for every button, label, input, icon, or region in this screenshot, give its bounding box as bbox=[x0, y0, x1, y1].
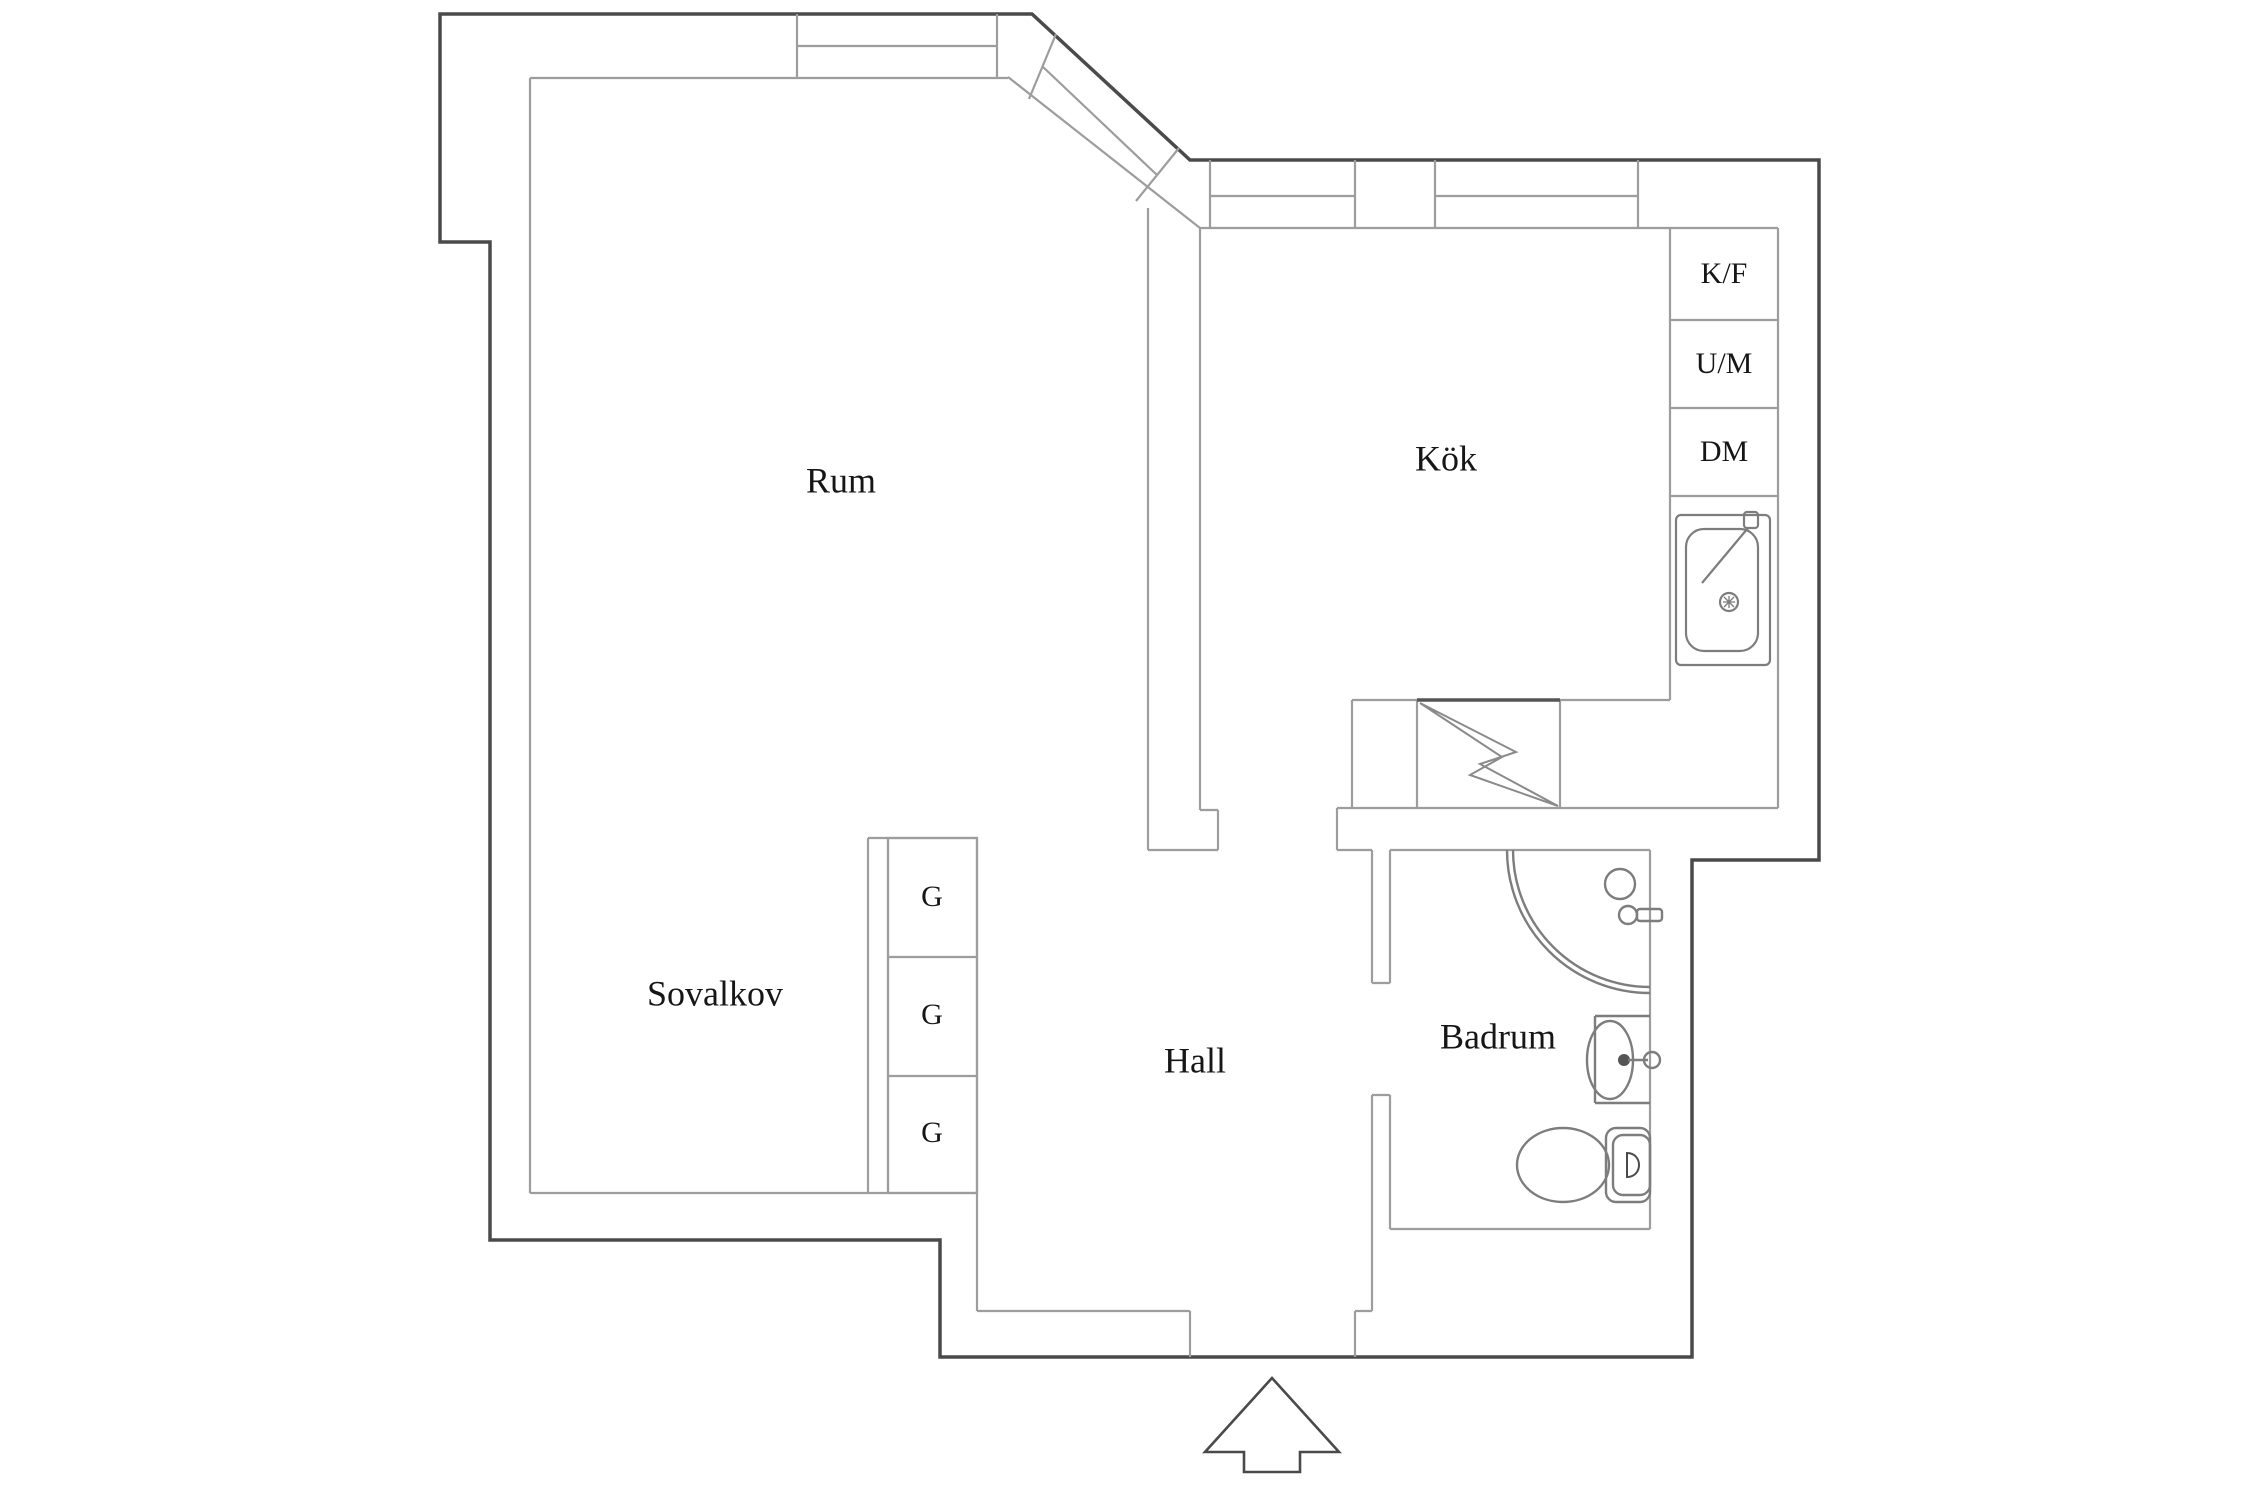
appliance-label-um: U/M bbox=[1696, 347, 1753, 380]
diagonal-window bbox=[1027, 33, 1180, 202]
wardrobe-label-1: G bbox=[921, 880, 943, 913]
wardrobe-label-2: G bbox=[921, 998, 943, 1031]
wardrobe-label-3: G bbox=[921, 1116, 943, 1149]
room-label-hall: Hall bbox=[1164, 1040, 1226, 1080]
kitchen-sink-icon bbox=[1674, 510, 1772, 667]
room-label-sovalkov: Sovalkov bbox=[647, 973, 783, 1013]
labels: Rum Kök Sovalkov Hall Badrum K/F U/M DM … bbox=[647, 257, 1752, 1149]
outer-walls bbox=[438, 12, 1821, 1359]
washbasin-icon bbox=[1585, 1014, 1662, 1105]
appliance-label-kf: K/F bbox=[1701, 257, 1748, 290]
stove-icon bbox=[1417, 698, 1560, 807]
window-kok-left bbox=[1208, 160, 1357, 228]
window-kok-right bbox=[1433, 160, 1640, 228]
appliance-label-dm: DM bbox=[1700, 435, 1748, 468]
room-label-badrum: Badrum bbox=[1440, 1016, 1556, 1056]
window-rum bbox=[795, 14, 999, 78]
kitchen-counter bbox=[1350, 228, 1778, 808]
room-label-kok: Kök bbox=[1415, 438, 1477, 478]
shower-icon bbox=[1505, 849, 1664, 995]
wardrobe-column bbox=[866, 836, 979, 1311]
inner-walls bbox=[528, 76, 1780, 1357]
toilet-icon bbox=[1515, 1126, 1652, 1204]
entrance-arrow-icon bbox=[1202, 1376, 1342, 1474]
room-label-rum: Rum bbox=[806, 460, 876, 500]
